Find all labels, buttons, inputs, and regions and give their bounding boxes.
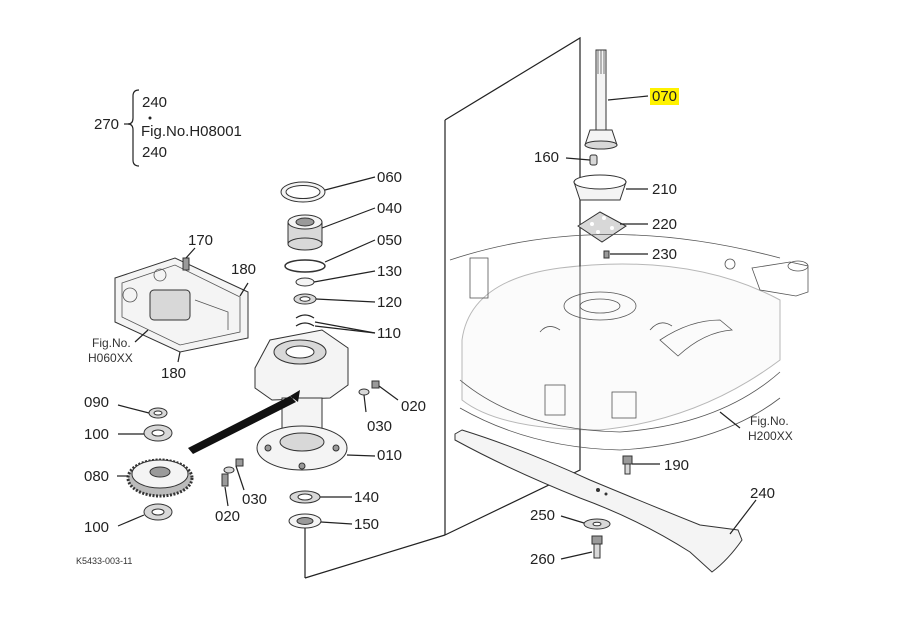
label-240-c: 240 (750, 485, 776, 502)
label-fig-h200-line1: Fig.No. (750, 414, 789, 428)
gear-housing-010 (254, 329, 376, 471)
label-210: 210 (652, 181, 678, 198)
label-030-a: 030 (367, 418, 393, 435)
label-fig-h08001: Fig.No.H08001 (141, 123, 242, 140)
label-110: 110 (377, 325, 401, 342)
plate-220 (577, 211, 648, 243)
key-160 (565, 154, 598, 166)
label-040: 040 (377, 200, 403, 217)
assembly-arrow (188, 390, 300, 454)
label-180-a: 180 (231, 261, 257, 278)
label-050: 050 (377, 232, 403, 249)
label-140: 140 (354, 489, 380, 506)
label-160: 160 (534, 149, 560, 166)
bearing-040 (287, 207, 376, 251)
label-fig-h200-line2: H200XX (748, 429, 793, 443)
label-230: 230 (652, 246, 678, 263)
label-010: 010 (377, 447, 403, 464)
label-020-b: 020 (215, 508, 241, 525)
shaft-070 (584, 49, 649, 150)
drawing-code: K5433-003-11 (76, 556, 133, 566)
label-060: 060 (377, 169, 403, 186)
mower-deck (449, 234, 809, 451)
washer-250-bolt-260 (560, 515, 611, 560)
label-240-a: 240 (142, 94, 168, 111)
label-020-a: 020 (401, 398, 427, 415)
blade-240 (454, 429, 757, 573)
label-240-b: 240 (142, 144, 168, 161)
cup-210 (573, 174, 648, 201)
shim-130-seal-120 (293, 270, 376, 305)
label-030-b: 030 (242, 491, 268, 508)
label-fig-h060-line2: H060XX (88, 351, 133, 365)
bolt-190 (622, 455, 660, 475)
label-270: 270 (94, 116, 120, 133)
bolt-020-washer-030-left (221, 458, 245, 507)
label-100-a: 100 (84, 426, 110, 443)
label-070-highlighted: 070 (650, 88, 680, 105)
label-190: 190 (664, 457, 690, 474)
o-ring-050 (284, 239, 376, 273)
label-220: 220 (652, 216, 678, 233)
label-260: 260 (530, 551, 556, 568)
label-130: 130 (377, 263, 403, 280)
label-fig-h060-line1: Fig.No. (92, 336, 131, 350)
label-150: 150 (354, 516, 380, 533)
label-100-b: 100 (84, 519, 110, 536)
label-170: 170 (188, 232, 214, 249)
gear-stack-left (117, 404, 194, 527)
bracket-270 (124, 89, 152, 167)
pin-230 (603, 250, 648, 259)
label-250: 250 (530, 507, 556, 524)
snap-ring-060 (280, 176, 376, 203)
bolt-020-washer-030-right (358, 380, 399, 413)
label-080: 080 (84, 468, 110, 485)
frame-lines (304, 36, 581, 579)
gearbox-housing-left (114, 247, 249, 363)
bearing-140-seal-150 (288, 490, 353, 529)
snap-ring-110 (295, 314, 376, 334)
label-120: 120 (377, 294, 403, 311)
label-180-b: 180 (161, 365, 187, 382)
label-090: 090 (84, 394, 110, 411)
